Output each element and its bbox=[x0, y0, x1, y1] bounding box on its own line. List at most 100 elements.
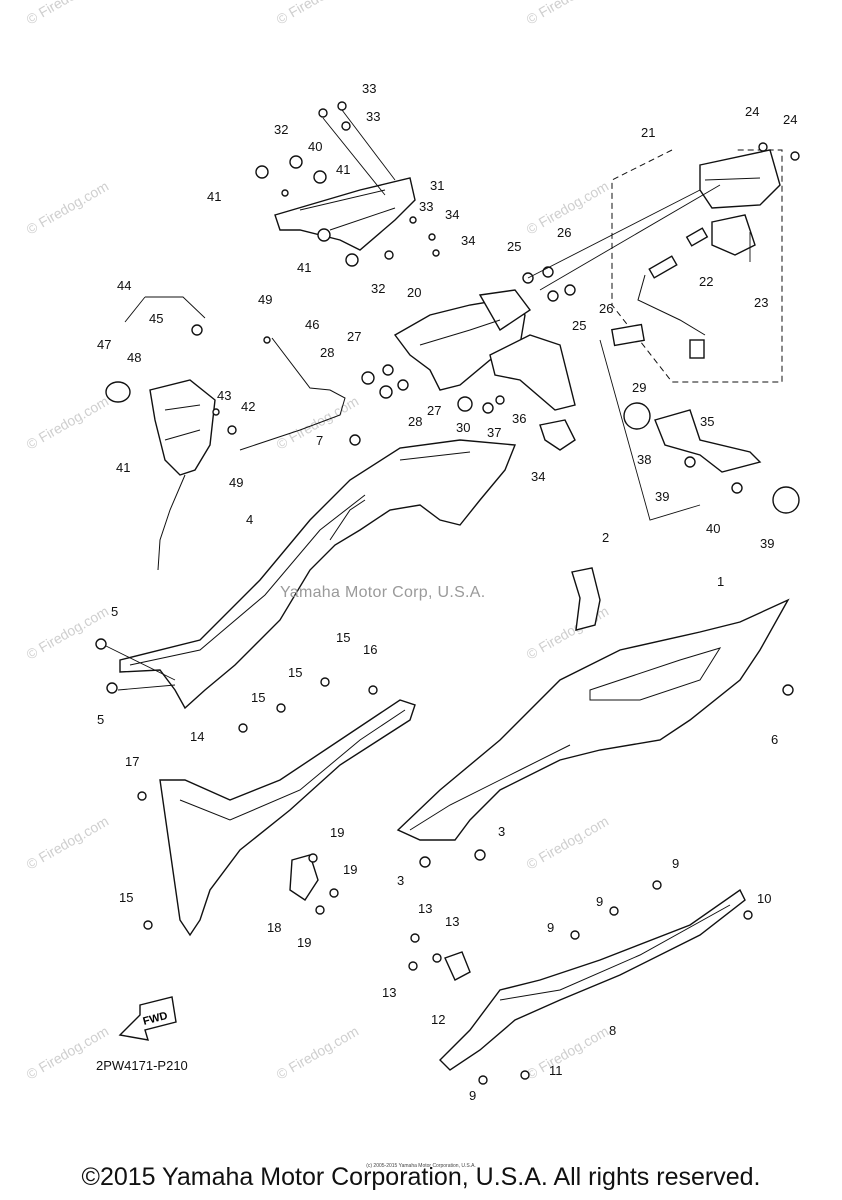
callout: 30 bbox=[456, 420, 470, 435]
site-watermark: © Firedog.com bbox=[524, 1023, 612, 1083]
callout: 47 bbox=[97, 337, 111, 352]
callout: 40 bbox=[308, 139, 322, 154]
callout: 43 bbox=[217, 388, 231, 403]
reflector-bracket bbox=[599, 339, 800, 521]
site-watermark: © Firedog.com bbox=[524, 813, 612, 873]
callout: 49 bbox=[229, 475, 243, 490]
site-watermark: © Firedog.com bbox=[524, 0, 612, 28]
callout: 6 bbox=[771, 732, 778, 747]
left-side-cover bbox=[95, 434, 516, 710]
site-watermark: © Firedog.com bbox=[24, 0, 112, 28]
callout: 28 bbox=[320, 345, 334, 360]
callout: 25 bbox=[572, 318, 586, 333]
callout: 16 bbox=[363, 642, 377, 657]
center-watermark: Yamaha Motor Corp, U.S.A. bbox=[280, 584, 486, 601]
site-watermark: © Firedog.com bbox=[274, 0, 362, 28]
callout: 26 bbox=[557, 225, 571, 240]
callout: 3 bbox=[397, 873, 404, 888]
callout: 15 bbox=[251, 690, 265, 705]
rear-fender-assembly bbox=[361, 189, 701, 451]
callout: 46 bbox=[305, 317, 319, 332]
callout: 24 bbox=[783, 112, 797, 127]
callout: 49 bbox=[258, 292, 272, 307]
top-bracket bbox=[255, 101, 440, 267]
callout: 36 bbox=[512, 411, 526, 426]
callout: 42 bbox=[241, 399, 255, 414]
site-watermark: © Firedog.com bbox=[274, 1023, 362, 1083]
callout: 27 bbox=[427, 403, 441, 418]
callout: 20 bbox=[407, 285, 421, 300]
right-side-cover bbox=[396, 567, 794, 868]
callout: 22 bbox=[699, 274, 713, 289]
callout: 10 bbox=[757, 891, 771, 906]
site-watermark: © Firedog.com bbox=[24, 1023, 112, 1083]
callout: 33 bbox=[362, 81, 376, 96]
callout: 13 bbox=[382, 985, 396, 1000]
callout: 34 bbox=[445, 207, 459, 222]
callout: 38 bbox=[637, 452, 651, 467]
callout: 15 bbox=[336, 630, 350, 645]
callout: 35 bbox=[700, 414, 714, 429]
callout: 37 bbox=[487, 425, 501, 440]
callout: 3 bbox=[498, 824, 505, 839]
callout: 41 bbox=[297, 260, 311, 275]
site-watermark: © Firedog.com bbox=[24, 393, 112, 453]
callout: 41 bbox=[116, 460, 130, 475]
callout: 9 bbox=[469, 1088, 476, 1103]
callout: 15 bbox=[119, 890, 133, 905]
copyright-notice: ©2015 Yamaha Motor Corporation, U.S.A. A… bbox=[81, 1163, 761, 1191]
callout: 4 bbox=[246, 512, 253, 527]
callout: 33 bbox=[419, 199, 433, 214]
callout: 39 bbox=[760, 536, 774, 551]
callout: 5 bbox=[111, 604, 118, 619]
callout: 41 bbox=[207, 189, 221, 204]
callout: 40 bbox=[706, 521, 720, 536]
callout: 15 bbox=[288, 665, 302, 680]
callout: 19 bbox=[297, 935, 311, 950]
callout: 23 bbox=[754, 295, 768, 310]
callout: 9 bbox=[547, 920, 554, 935]
callout: 7 bbox=[316, 433, 323, 448]
callout: 48 bbox=[127, 350, 141, 365]
callout: 41 bbox=[336, 162, 350, 177]
callout: 33 bbox=[366, 109, 380, 124]
seat-lock-assembly bbox=[105, 296, 346, 571]
callout: 26 bbox=[599, 301, 613, 316]
callout: 32 bbox=[371, 281, 385, 296]
callout: 9 bbox=[596, 894, 603, 909]
callout: 39 bbox=[655, 489, 669, 504]
callout: 9 bbox=[672, 856, 679, 871]
callout: 2 bbox=[602, 530, 609, 545]
callout: 27 bbox=[347, 329, 361, 344]
callout: 32 bbox=[274, 122, 288, 137]
site-watermark: © Firedog.com bbox=[24, 603, 112, 663]
callout: 21 bbox=[641, 125, 655, 140]
callout: 5 bbox=[97, 712, 104, 727]
callout: 1 bbox=[717, 574, 724, 589]
callout: 45 bbox=[149, 311, 163, 326]
callout: 11 bbox=[549, 1063, 563, 1078]
callout: 12 bbox=[431, 1012, 445, 1027]
callout: 29 bbox=[632, 380, 646, 395]
callout: 34 bbox=[531, 469, 545, 484]
fine-print: (c) 2005-2015 Yamaha Motor Corporation, … bbox=[366, 1163, 476, 1169]
callout: 28 bbox=[408, 414, 422, 429]
callout: 31 bbox=[430, 178, 444, 193]
forward-arrow-icon: FWD bbox=[118, 996, 177, 1041]
diagram-code: 2PW4171-P210 bbox=[96, 1058, 188, 1073]
callout: 34 bbox=[461, 233, 475, 248]
callout: 25 bbox=[507, 239, 521, 254]
inner-panel bbox=[137, 677, 416, 937]
callout: 19 bbox=[343, 862, 357, 877]
callout: 17 bbox=[125, 754, 139, 769]
callout: 44 bbox=[117, 278, 131, 293]
callout: 8 bbox=[609, 1023, 616, 1038]
lower-cover bbox=[408, 880, 753, 1085]
callout-layer: 1 2 3 3 4 5 5 6 7 8 9 9 9 9 10 11 12 13 … bbox=[97, 81, 797, 1103]
tail-light-assembly bbox=[539, 142, 800, 383]
callout: 24 bbox=[745, 104, 759, 119]
callout: 13 bbox=[418, 901, 432, 916]
site-watermark: © Firedog.com bbox=[24, 813, 112, 873]
site-watermark: © Firedog.com bbox=[24, 178, 112, 238]
